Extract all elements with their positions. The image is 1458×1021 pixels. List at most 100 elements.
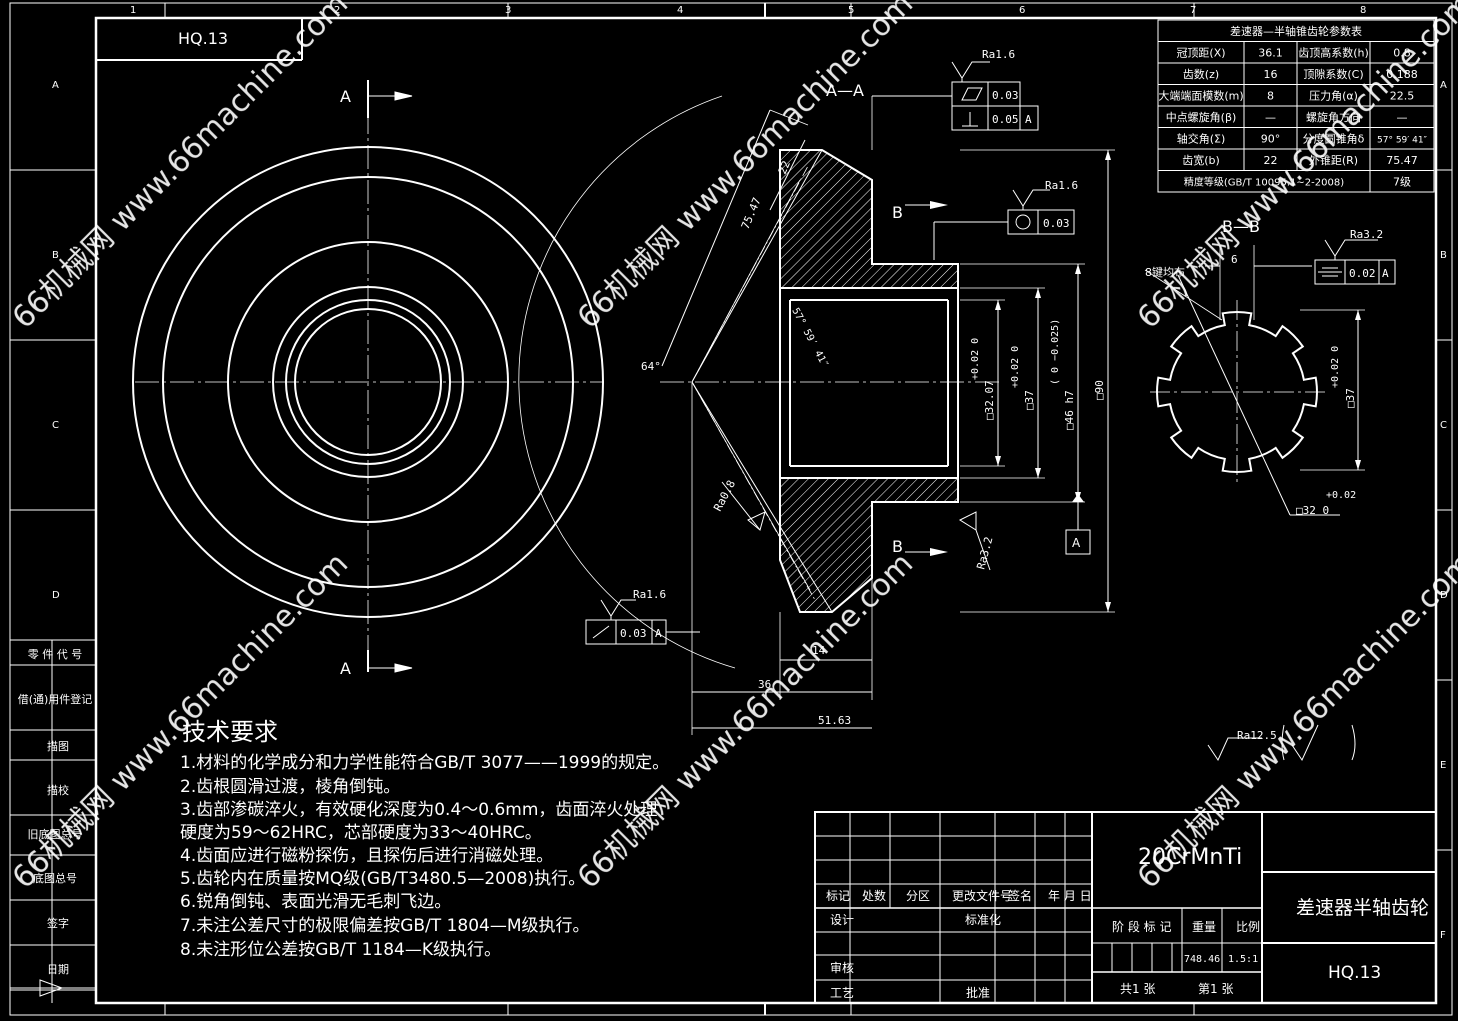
bb-texts: B—B 6 8键均布 Ra3.2 0.02 A □37 +0.02 0 □32 … bbox=[1145, 217, 1389, 517]
tech-req-line-3: 3.齿部渗碳淬火，有效硬化深度为0.4～0.6mm，齿面淬火处理 bbox=[180, 800, 657, 820]
param-table-cell: 分度圆锥角δ bbox=[1303, 132, 1365, 146]
param-table-cell: 22 bbox=[1264, 154, 1278, 167]
tb-weight: 748.46 bbox=[1184, 954, 1220, 965]
zone-col-3: 3 bbox=[505, 5, 511, 16]
zone-row-a: A bbox=[52, 80, 59, 91]
zone-col-1: 1 bbox=[130, 5, 136, 16]
tb-drawing-number: HQ.13 bbox=[1328, 963, 1381, 983]
tb-part-name: 差速器半轴齿轮 bbox=[1296, 897, 1429, 919]
side-base-no: 底图总号 bbox=[33, 871, 77, 885]
tb-scale: 1.5:1 bbox=[1228, 954, 1258, 965]
tb-mark: 标记 bbox=[826, 889, 850, 903]
section-view-bb bbox=[1144, 239, 1396, 516]
dim-6: 6 bbox=[1231, 253, 1238, 266]
param-table-cell: 齿数(z) bbox=[1183, 68, 1219, 81]
param-table-cell: 0.8 bbox=[1393, 47, 1411, 60]
side-tracing: 描图 bbox=[47, 739, 69, 753]
circularity-value: 0.03 bbox=[1043, 217, 1070, 230]
tech-req-line-5: 4.齿面应进行磁粉探伤，且探伤后进行消磁处理。 bbox=[180, 846, 553, 866]
zone-col-6: 6 bbox=[1019, 5, 1025, 16]
param-table-precision-label: 精度等级(GB/T 10095.1~2-2008) bbox=[1184, 176, 1344, 189]
param-table-cell: 大端端面模数(m) bbox=[1158, 89, 1243, 103]
roughness-ra3-2-left: Ra3.2 bbox=[974, 535, 995, 570]
param-table-cell: — bbox=[1265, 111, 1276, 124]
tech-req-line-6: 5.齿轮内在质量按MQ级(GB/T3480.5—2008)执行。 bbox=[180, 869, 585, 889]
tb-signature: 签名 bbox=[1008, 888, 1032, 903]
dim-46-tol: ( 0 −0.025) bbox=[1050, 319, 1061, 385]
param-table-cell: 外锥距(R) bbox=[1309, 154, 1358, 167]
tech-req-line-9: 8.未注形位公差按GB/T 1184—K级执行。 bbox=[180, 940, 501, 960]
param-table-cell: 齿顶高系数(h) bbox=[1298, 46, 1369, 60]
tb-count: 处数 bbox=[862, 888, 886, 903]
watermark-6: 66机械网 www.66machine.com bbox=[1131, 546, 1458, 895]
dim-22: 22 bbox=[776, 159, 793, 176]
section-mark-b-top: B bbox=[892, 203, 903, 222]
dim-37-bb: □37 bbox=[1344, 388, 1357, 408]
param-table-cell: 22.5 bbox=[1390, 90, 1415, 103]
zone-col-2: 2 bbox=[334, 5, 340, 16]
tech-requirements: 技术要求 1.材料的化学成分和力学性能符合GB/T 3077——1999的规定。… bbox=[180, 718, 669, 960]
roughness-ra3-2-bb: Ra3.2 bbox=[1350, 228, 1383, 241]
param-table-cell: 顶隙系数(C) bbox=[1303, 67, 1363, 81]
dim-37: □37 bbox=[1023, 390, 1036, 410]
dim-32-bb: □32 0 bbox=[1296, 504, 1329, 517]
tb-process: 工艺 bbox=[830, 986, 854, 1000]
side-signature: 签字 bbox=[47, 916, 69, 930]
symmetry-value: 0.02 bbox=[1349, 267, 1376, 280]
front-view bbox=[132, 80, 604, 673]
zone-row-a-right: A bbox=[1440, 80, 1447, 91]
zone-row-b: B bbox=[52, 250, 59, 261]
zone-col-4: 4 bbox=[677, 5, 683, 16]
tech-req-line-8: 7.未注公差尺寸的极限偏差按GB/T 1804—M级执行。 bbox=[180, 916, 590, 936]
tech-req-line-2: 2.齿根圆滑过渡，棱角倒钝。 bbox=[180, 777, 400, 797]
dim-cone-angle: 57° 59′ 41″ bbox=[789, 306, 830, 370]
tb-date: 年 月 日 bbox=[1048, 889, 1092, 903]
dim-32-07: □32.07 bbox=[983, 380, 996, 420]
roughness-ra1-6-left: Ra1.6 bbox=[633, 588, 666, 601]
symmetry-ref: A bbox=[1382, 267, 1389, 280]
sheet-frame bbox=[9, 2, 1453, 1016]
tb-standardization: 标准化 bbox=[965, 913, 1001, 927]
dim-32-bb-tol: +0.02 bbox=[1326, 490, 1356, 501]
zone-row-e-right: E bbox=[1440, 760, 1446, 771]
roughness-ra0-8: Ra0.8 bbox=[711, 478, 738, 513]
param-table-cell: 36.1 bbox=[1258, 47, 1283, 60]
dim-46-h7: □46 h7 bbox=[1063, 390, 1076, 430]
zone-col-5: 5 bbox=[848, 5, 854, 16]
dim-36: 36 bbox=[758, 678, 771, 691]
gd-t-annotations bbox=[585, 61, 1356, 762]
tb-approve: 批准 bbox=[966, 985, 990, 1000]
section-mark-b-bottom: B bbox=[892, 537, 903, 556]
section-title-aa: A—A bbox=[826, 81, 864, 100]
tb-sheet-no: 第1 张 bbox=[1198, 982, 1233, 996]
tech-req-line-7: 6.锐角倒钝、表面光滑无毛刺飞边。 bbox=[180, 892, 451, 912]
dim-51-63: 51.63 bbox=[818, 714, 851, 727]
side-date: 日期 bbox=[47, 963, 69, 976]
section-title-bb: B—B bbox=[1222, 217, 1260, 236]
zone-labels: 1 2 3 4 5 6 7 8 A B C D A B C D E F bbox=[52, 5, 1448, 941]
dim-75-47: 75.47 bbox=[739, 196, 764, 232]
param-table-cell: 冠顶距(X) bbox=[1176, 47, 1225, 60]
dim-90: □90 bbox=[1093, 380, 1106, 400]
tech-req-title: 技术要求 bbox=[182, 718, 278, 746]
param-table-cell: — bbox=[1397, 111, 1408, 124]
tb-material: 20CrMnTi bbox=[1138, 845, 1242, 870]
zone-row-c-right: C bbox=[1440, 420, 1447, 431]
drawing-number-corner: HQ.13 bbox=[178, 29, 228, 48]
param-table-title: 差速器—半轴锥齿轮参数表 bbox=[1230, 24, 1362, 38]
dim-14: 14 bbox=[812, 644, 826, 657]
section-mark-a-top: A bbox=[340, 87, 351, 106]
param-table-cell: 齿宽(b) bbox=[1182, 153, 1220, 167]
tb-scale-label: 比例 bbox=[1236, 920, 1260, 934]
param-table-cell: 75.47 bbox=[1386, 154, 1418, 167]
side-part-code: 零 件 代 号 bbox=[28, 648, 83, 661]
zone-row-c: C bbox=[52, 420, 59, 431]
runout-ref: A bbox=[655, 627, 662, 640]
dim-32-07-tol: +0.02 0 bbox=[970, 338, 981, 380]
title-block bbox=[814, 811, 1437, 1004]
section-view-aa bbox=[518, 95, 1115, 735]
param-table-cell: 轴交角(Σ) bbox=[1177, 132, 1226, 146]
tech-req-line-4: 硬度为59～62HRC，芯部硬度为33～40HRC。 bbox=[180, 823, 542, 843]
zone-row-b-right: B bbox=[1440, 250, 1447, 261]
